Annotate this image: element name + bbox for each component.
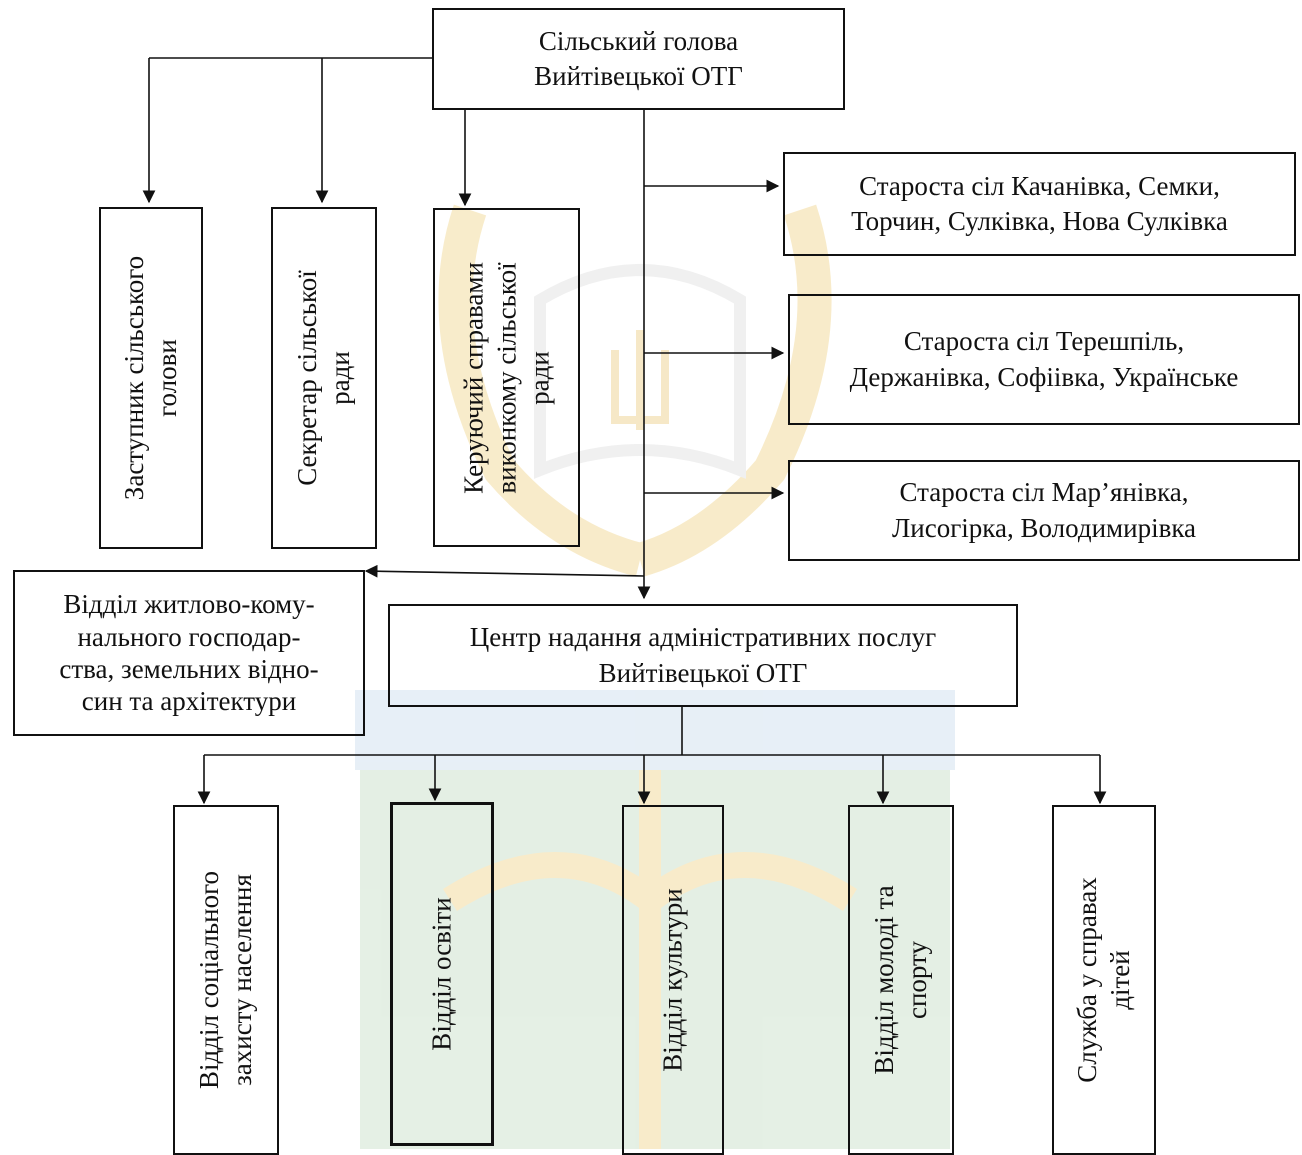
watermark-laurel-right: [635, 204, 832, 577]
head-line-2: Вийтівецької ОТГ: [534, 61, 743, 91]
manager-box: Керуючий справами виконкому сільської ра…: [433, 208, 580, 547]
starosta-box-1: Староста сіл Качанівка, Семки, Торчин, С…: [783, 152, 1296, 256]
dept-culture-box: Відділ культури: [622, 805, 724, 1155]
watermark-book: [534, 264, 746, 479]
watermark-laurel-left: [438, 204, 645, 577]
deputy-line-1: Заступник сільського: [119, 255, 150, 501]
dept-youth-box: Відділ молоді та спорту: [848, 805, 954, 1155]
head-line-1: Сільський голова: [538, 25, 739, 56]
dept-culture-text: Відділ культури: [657, 888, 690, 1071]
dept-culture-line-1: Відділ культури: [657, 888, 688, 1072]
manager-line-3: ради: [523, 350, 554, 405]
dept-education-box: Відділ освіти: [390, 802, 494, 1146]
housing-dept-box: Відділ житлово-кому- нального господар- …: [13, 570, 365, 736]
starosta-box-2: Староста сіл Терешпіль, Держанівка, Софі…: [788, 294, 1300, 425]
watermark-blue-band: [355, 690, 955, 770]
starosta-2-line-1: Староста сіл Терешпіль,: [903, 326, 1185, 357]
deputy-text: Заступник сільського голови: [118, 256, 184, 500]
manager-text: Керуючий справами виконкому сільської ра…: [457, 262, 556, 494]
housing-dept-line-1: Відділ житлово-кому-: [63, 589, 315, 620]
secretary-line-2: ради: [325, 351, 355, 405]
starosta-3-line-2: Лисогірка, Володимирівка: [891, 512, 1197, 543]
dept-youth-line-1: Відділ молоді та: [869, 885, 900, 1075]
manager-line-2: виконкому сільської: [491, 261, 522, 494]
housing-dept-line-4: син та архітектури: [81, 686, 297, 717]
secretary-text: Секретар сільської ради: [291, 270, 357, 486]
starosta-1-line-2: Торчин, Сулківка, Нова Сулківка: [851, 206, 1228, 236]
dept-social-text: Відділ соціального захисту населення: [193, 871, 259, 1089]
starosta-2-line-2: Держанівка, Софіівка, Українське: [849, 361, 1239, 392]
dept-children-line-2: дітей: [1105, 950, 1135, 1010]
deputy-line-2: голови: [152, 339, 182, 417]
center-box: Центр надання адміністративних послуг Ви…: [388, 604, 1018, 707]
center-line-2: Вийтівецької ОТГ: [598, 657, 808, 688]
watermark-wings: [443, 852, 857, 917]
secretary-line-1: Секретар сільської: [292, 270, 323, 486]
starosta-1-line-1: Староста сіл Качанівка, Семки,: [859, 170, 1220, 201]
head-box: Сільський голова Вийтівецької ОТГ: [432, 8, 845, 110]
dept-social-line-1: Відділ соціального: [194, 870, 225, 1090]
center-line-1: Центр надання адміністративних послуг: [469, 622, 937, 653]
dept-youth-text: Відділ молоді та спорту: [868, 885, 934, 1074]
secretary-box: Секретар сільської ради: [271, 207, 377, 549]
watermark-trident: [611, 330, 669, 430]
dept-social-line-2: захисту населення: [227, 874, 257, 1086]
housing-dept-line-3: ства, земельних відно-: [59, 654, 319, 684]
manager-line-1: Керуючий справами: [458, 261, 489, 494]
arrow-to-housing-dept: [364, 564, 645, 578]
dept-children-text: Служба у справах дітей: [1071, 877, 1137, 1082]
starosta-box-3: Староста сіл Мар’янівка, Лисогірка, Воло…: [788, 460, 1300, 561]
deputy-box: Заступник сільського голови: [99, 207, 203, 549]
dept-social-box: Відділ соціального захисту населення: [173, 805, 279, 1155]
dept-education-line-1: Відділ освіти: [426, 897, 457, 1051]
dept-children-line-1: Служба у справах: [1072, 877, 1103, 1083]
housing-dept-line-2: нального господар-: [77, 621, 301, 652]
starosta-3-line-1: Староста сіл Мар’янівка,: [899, 477, 1189, 508]
dept-youth-line-2: спорту: [902, 940, 932, 1020]
dept-children-box: Служба у справах дітей: [1052, 805, 1156, 1155]
dept-education-text: Відділ освіти: [426, 897, 459, 1050]
